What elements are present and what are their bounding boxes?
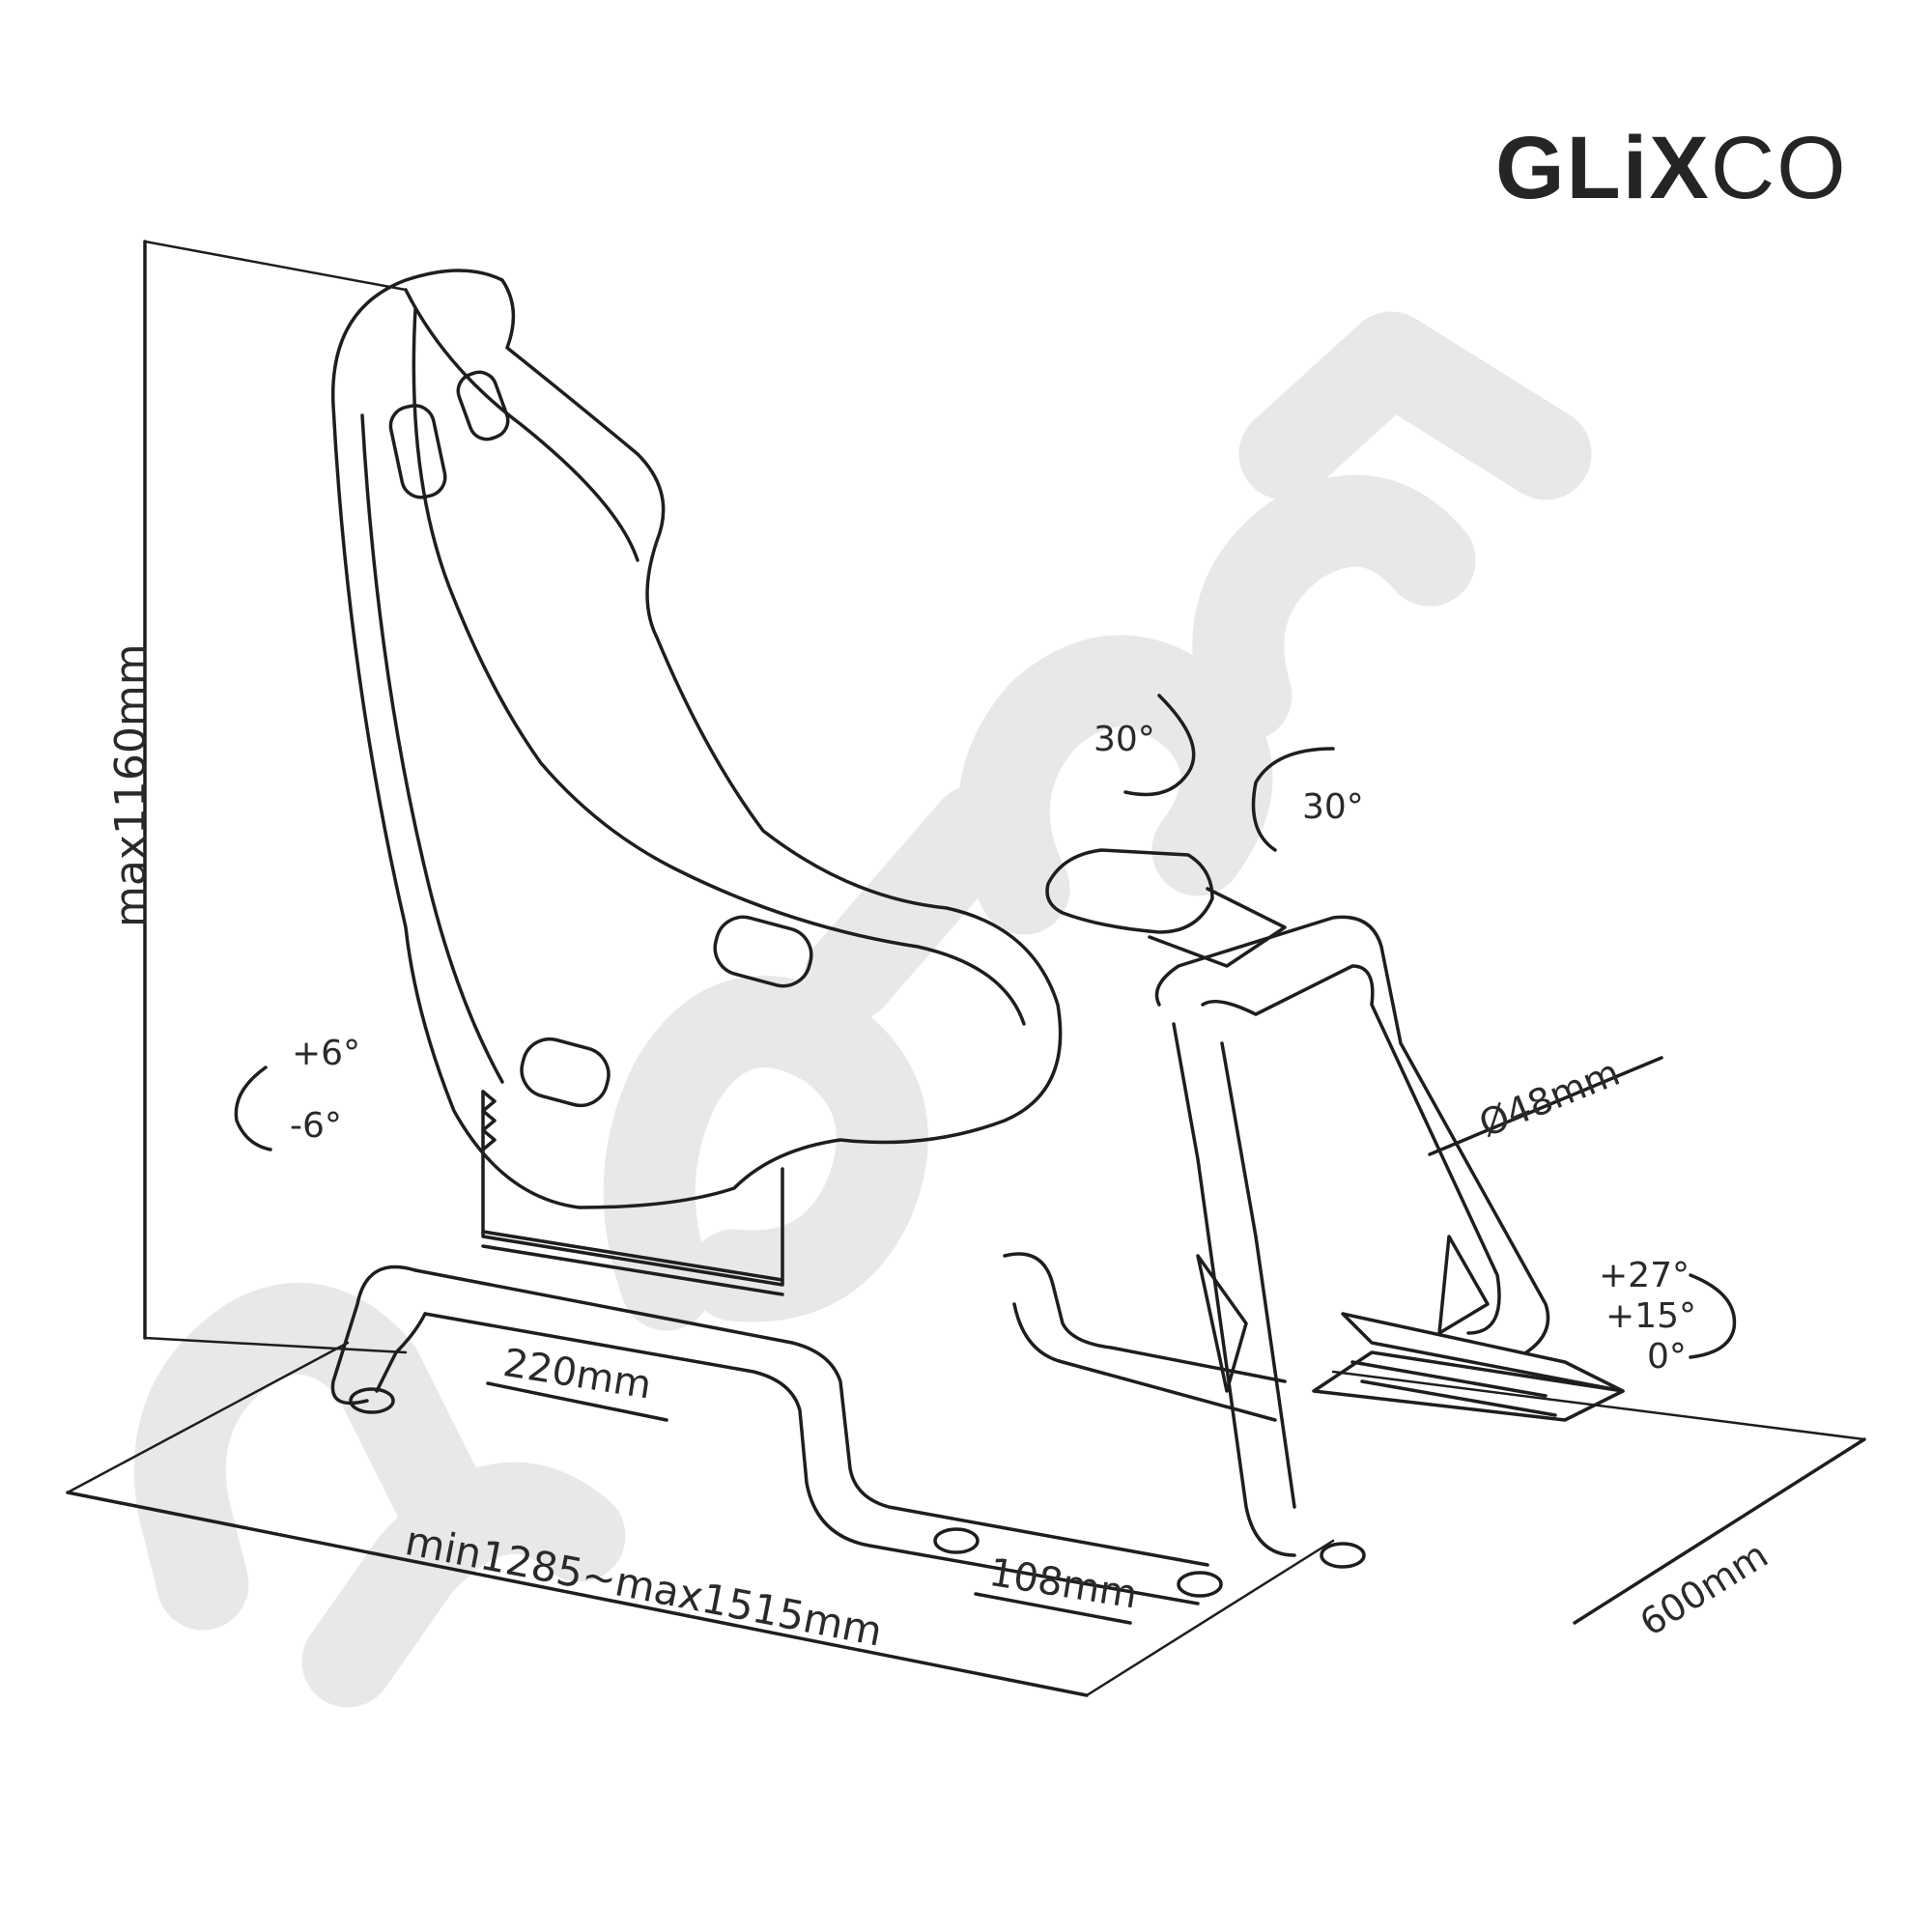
racing-seat	[330, 269, 1063, 1296]
pedal-angle-b-label: +15°	[1605, 1296, 1696, 1336]
seat-tilt-minus-label: -6°	[290, 1106, 342, 1146]
length-dimension-line	[66, 1491, 1089, 1697]
pedal-angle-c-label: 0°	[1647, 1337, 1687, 1377]
brand-logo-light: CO	[1710, 119, 1848, 217]
wheel-stand	[1045, 848, 1550, 1557]
pedal-plate	[1312, 1312, 1625, 1422]
watermark-logo	[133, 311, 1592, 1708]
seat-tilt-plus-label: +6°	[292, 1034, 361, 1073]
pedal-tilt-arc	[1689, 1273, 1737, 1359]
wheel-angle-a-label: 30°	[1094, 720, 1155, 759]
height-label: max1160mm	[106, 643, 156, 927]
width-dimension-line	[1573, 1437, 1866, 1625]
wheel-mount-plate	[1045, 848, 1214, 934]
wheel-angle-b-label: 30°	[1302, 787, 1364, 827]
seat-slide-arrow	[486, 1381, 668, 1422]
pedal-angle-a-label: +27°	[1599, 1256, 1690, 1295]
brand-logo: GLiXCO	[1495, 124, 1848, 213]
wheel-rotation-arc-b	[1251, 747, 1335, 852]
frame-adjust-arrow	[974, 1592, 1132, 1625]
base-frame	[330, 1252, 1366, 1605]
diameter-leader	[1428, 1056, 1663, 1156]
brand-logo-bold: GLiX	[1495, 119, 1711, 217]
wheel-rotation-arc-a	[1123, 694, 1196, 797]
seat-tilt-arc	[234, 1065, 272, 1151]
